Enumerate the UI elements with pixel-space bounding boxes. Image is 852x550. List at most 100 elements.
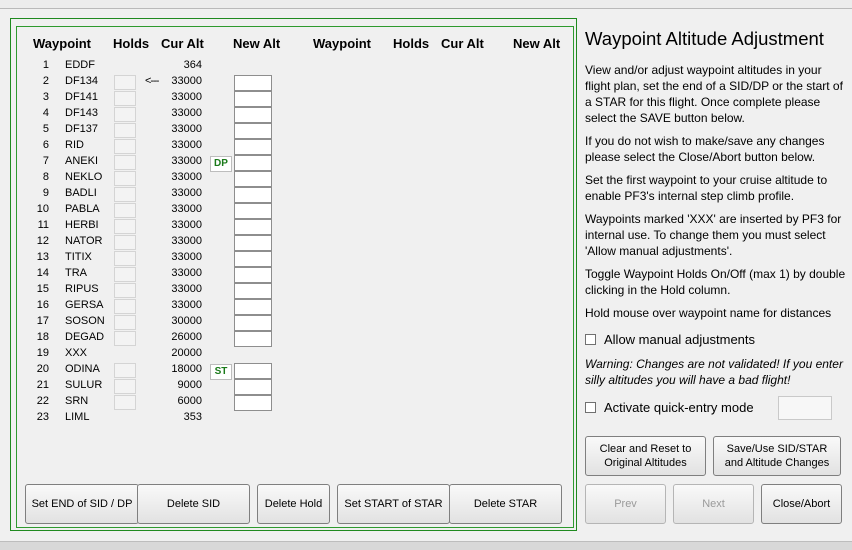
hold-toggle[interactable] bbox=[114, 139, 136, 154]
new-altitude-input[interactable] bbox=[234, 107, 272, 123]
waypoint-number: 15 bbox=[36, 283, 49, 295]
waypoint-name[interactable]: SOSON bbox=[65, 315, 105, 327]
waypoint-name[interactable]: SRN bbox=[65, 395, 89, 407]
instruction-text-2: If you do not wish to make/save any chan… bbox=[585, 134, 825, 164]
waypoint-name[interactable]: EDDF bbox=[65, 59, 95, 71]
allow-manual-adjustments-row[interactable]: Allow manual adjustments bbox=[585, 332, 755, 347]
clear-and-reset-button[interactable]: Clear and Reset to Original Altitudes bbox=[585, 436, 706, 476]
hold-toggle[interactable] bbox=[114, 203, 136, 218]
waypoint-name[interactable]: NATOR bbox=[65, 235, 103, 247]
waypoint-number: 13 bbox=[36, 251, 49, 263]
prev-button[interactable]: Prev bbox=[585, 484, 666, 524]
delete-star-button[interactable]: Delete STAR bbox=[449, 484, 562, 524]
current-altitude: 33000 bbox=[171, 235, 202, 247]
waypoint-name[interactable]: BADLI bbox=[65, 187, 97, 199]
current-altitude: 18000 bbox=[171, 363, 202, 375]
hold-toggle[interactable] bbox=[114, 379, 136, 394]
hold-toggle[interactable] bbox=[114, 91, 136, 106]
waypoint-name[interactable]: ODINA bbox=[65, 363, 100, 375]
new-altitude-input[interactable] bbox=[234, 219, 272, 235]
set-start-of-star-button[interactable]: Set START of STAR bbox=[337, 484, 450, 524]
current-altitude: 33000 bbox=[171, 187, 202, 199]
waypoint-name[interactable]: TRA bbox=[65, 267, 87, 279]
hold-toggle[interactable] bbox=[114, 315, 136, 330]
new-altitude-input[interactable] bbox=[234, 123, 272, 139]
new-altitude-input[interactable] bbox=[234, 155, 272, 171]
new-altitude-input[interactable] bbox=[234, 331, 272, 347]
waypoint-name[interactable]: SULUR bbox=[65, 379, 103, 391]
hold-toggle[interactable] bbox=[114, 395, 136, 410]
waypoint-name[interactable]: ANEKI bbox=[65, 155, 99, 167]
next-button[interactable]: Next bbox=[673, 484, 754, 524]
waypoint-name[interactable]: RIPUS bbox=[65, 283, 99, 295]
waypoint-name[interactable]: DF137 bbox=[65, 123, 99, 135]
hold-toggle[interactable] bbox=[114, 123, 136, 138]
hold-toggle[interactable] bbox=[114, 363, 136, 378]
new-altitude-input[interactable] bbox=[234, 379, 272, 395]
waypoint-number: 11 bbox=[37, 219, 49, 231]
waypoint-name[interactable]: DEGAD bbox=[65, 331, 105, 343]
current-altitude: 30000 bbox=[171, 315, 202, 327]
waypoint-name[interactable]: PABLA bbox=[65, 203, 100, 215]
waypoint-number: 4 bbox=[42, 107, 49, 119]
new-altitude-input[interactable] bbox=[234, 171, 272, 187]
hold-toggle[interactable] bbox=[114, 267, 136, 282]
clear-and-reset-label: Clear and Reset to Original Altitudes bbox=[599, 443, 692, 469]
instruction-text-6: Hold mouse over waypoint name for distan… bbox=[585, 306, 832, 320]
instructions-panel: Waypoint Altitude Adjustment View and/or… bbox=[585, 28, 847, 328]
new-altitude-input[interactable] bbox=[234, 91, 272, 107]
waypoint-number: 9 bbox=[42, 187, 49, 199]
waypoint-name[interactable]: RID bbox=[65, 139, 84, 151]
hold-toggle[interactable] bbox=[114, 219, 136, 234]
quick-entry-input[interactable] bbox=[778, 396, 832, 420]
new-altitude-input[interactable] bbox=[234, 203, 272, 219]
new-altitude-input[interactable] bbox=[234, 75, 272, 91]
waypoint-name[interactable]: NEKLO bbox=[65, 171, 103, 183]
waypoint-name[interactable]: GERSA bbox=[65, 299, 104, 311]
waypoint-number: 7 bbox=[42, 155, 49, 167]
new-altitude-input[interactable] bbox=[234, 315, 272, 331]
hold-toggle[interactable] bbox=[114, 251, 136, 266]
hold-toggle[interactable] bbox=[114, 187, 136, 202]
hold-toggle[interactable] bbox=[114, 235, 136, 250]
allow-manual-checkbox[interactable] bbox=[585, 334, 596, 345]
hold-toggle[interactable] bbox=[114, 299, 136, 314]
close-abort-button[interactable]: Close/Abort bbox=[761, 484, 842, 524]
current-altitude: 364 bbox=[183, 59, 202, 71]
hold-toggle[interactable] bbox=[114, 75, 136, 90]
waypoint-number: 14 bbox=[36, 267, 49, 279]
delete-hold-button[interactable]: Delete Hold bbox=[257, 484, 330, 524]
save-use-button[interactable]: Save/Use SID/STAR and Altitude Changes bbox=[713, 436, 841, 476]
new-altitude-input[interactable] bbox=[234, 363, 272, 379]
set-end-of-sid-button[interactable]: Set END of SID / DP bbox=[25, 484, 139, 524]
quick-entry-checkbox[interactable] bbox=[585, 402, 596, 413]
new-altitude-input[interactable] bbox=[234, 395, 272, 411]
new-altitude-input[interactable] bbox=[234, 283, 272, 299]
new-altitude-input[interactable] bbox=[234, 139, 272, 155]
hold-toggle[interactable] bbox=[114, 155, 136, 170]
new-altitude-input[interactable] bbox=[234, 299, 272, 315]
new-altitude-input[interactable] bbox=[234, 267, 272, 283]
waypoint-name[interactable]: XXX bbox=[65, 347, 88, 359]
new-altitude-input[interactable] bbox=[234, 187, 272, 203]
hold-toggle[interactable] bbox=[114, 107, 136, 122]
header-new-alt: New Alt bbox=[233, 36, 281, 51]
hold-toggle[interactable] bbox=[114, 331, 136, 346]
current-altitude: 33000 bbox=[171, 139, 202, 151]
current-altitude: 33000 bbox=[171, 123, 202, 135]
new-altitude-input[interactable] bbox=[234, 235, 272, 251]
waypoint-name[interactable]: LIML bbox=[65, 411, 90, 423]
current-altitude: 353 bbox=[183, 411, 202, 423]
current-altitude: 33000 bbox=[171, 283, 202, 295]
hold-toggle[interactable] bbox=[114, 283, 136, 298]
waypoint-name[interactable]: HERBI bbox=[65, 219, 99, 231]
hold-toggle[interactable] bbox=[114, 171, 136, 186]
delete-sid-button[interactable]: Delete SID bbox=[137, 484, 250, 524]
new-altitude-input[interactable] bbox=[234, 251, 272, 267]
waypoint-name[interactable]: DF143 bbox=[65, 107, 99, 119]
waypoint-name[interactable]: DF134 bbox=[65, 75, 99, 87]
waypoint-number: 17 bbox=[36, 315, 49, 327]
quick-entry-row[interactable]: Activate quick-entry mode bbox=[585, 400, 754, 415]
waypoint-name[interactable]: TITIX bbox=[65, 251, 92, 263]
waypoint-name[interactable]: DF141 bbox=[65, 91, 99, 103]
